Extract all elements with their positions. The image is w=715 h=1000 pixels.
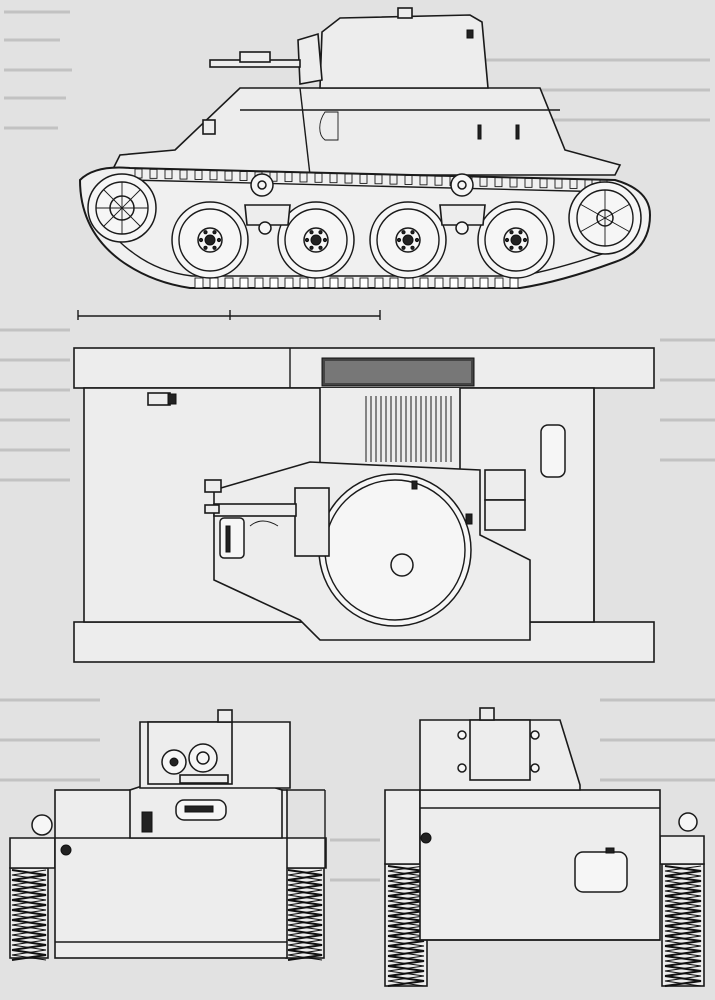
top-hatch [540,424,566,478]
side-turret [319,14,489,89]
side-cupola [397,7,413,19]
side-mg [239,51,271,63]
side-bogie-rear [439,204,486,226]
rear-hatch [574,851,628,893]
side-mantlet [297,32,323,85]
side-idler-wheel [568,181,642,255]
side-track-treads [134,168,608,289]
side-road-wheels [171,201,555,279]
side-return-rollers [250,173,474,197]
top-gun-mount [294,487,330,557]
front-track-treads [11,869,323,961]
rear-turret-door [469,719,531,781]
side-turret-bolt [466,29,474,39]
rear-cupola [479,707,495,721]
rear-track-treads [387,865,702,987]
front-mantlet [147,721,233,785]
top-engine-louvres [365,396,452,462]
scale-bar [77,310,381,320]
top-turret-hatch [390,553,414,577]
side-bogie-front [244,204,291,226]
front-cupola [217,709,233,723]
top-mg-tip [204,479,222,493]
side-drive-sprocket [87,173,157,243]
